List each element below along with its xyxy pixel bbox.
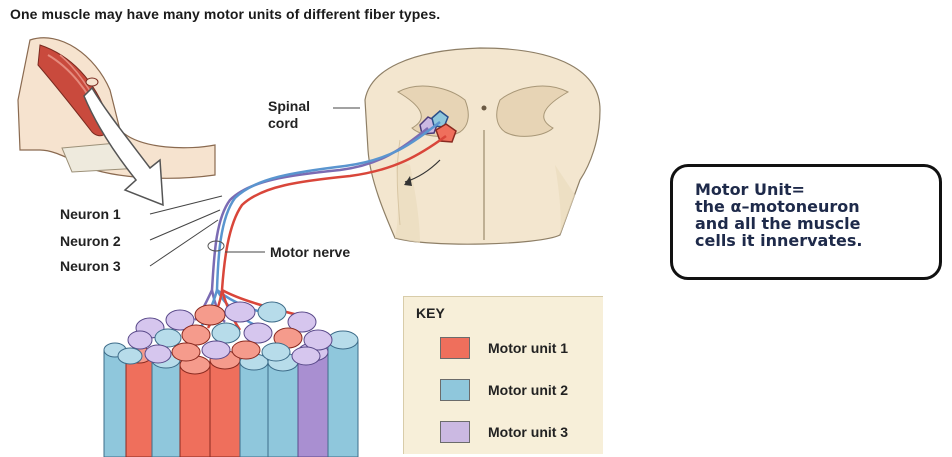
neuron2-label: Neuron 2 [60,233,121,250]
spinal-cord-label-line1: Spinal [268,98,310,115]
legend-item-motor-unit-2: Motor unit 2 [440,379,568,401]
definition-line4: cells it innervates. [695,232,862,249]
legend-swatch-2 [440,379,470,401]
legend-swatch-3 [440,421,470,443]
motor-nerve-label: Motor nerve [270,244,350,261]
legend-title: KEY [416,305,445,321]
spinal-cord-label: Spinal cord [268,98,310,132]
legend-item-motor-unit-3: Motor unit 3 [440,421,568,443]
muscle-fiber-bundle [104,302,358,457]
legend-label-3: Motor unit 3 [488,424,568,440]
label-leader-lines [150,108,360,266]
spinal-cord-label-line2: cord [268,115,310,132]
spinal-cord-illustration [365,48,600,244]
definition-line2: the α–motoneuron [695,198,862,215]
definition-line3: and all the muscle [695,215,862,232]
definition-line1: Motor Unit= [695,181,862,198]
legend-key: KEY Motor unit 1 Motor unit 2 Motor unit… [403,296,603,454]
neuron1-label: Neuron 1 [60,206,121,223]
arm-illustration [18,38,215,205]
legend-item-motor-unit-1: Motor unit 1 [440,337,568,359]
legend-label-1: Motor unit 1 [488,340,568,356]
neuron3-label: Neuron 3 [60,258,121,275]
legend-label-2: Motor unit 2 [488,382,568,398]
legend-swatch-1 [440,337,470,359]
